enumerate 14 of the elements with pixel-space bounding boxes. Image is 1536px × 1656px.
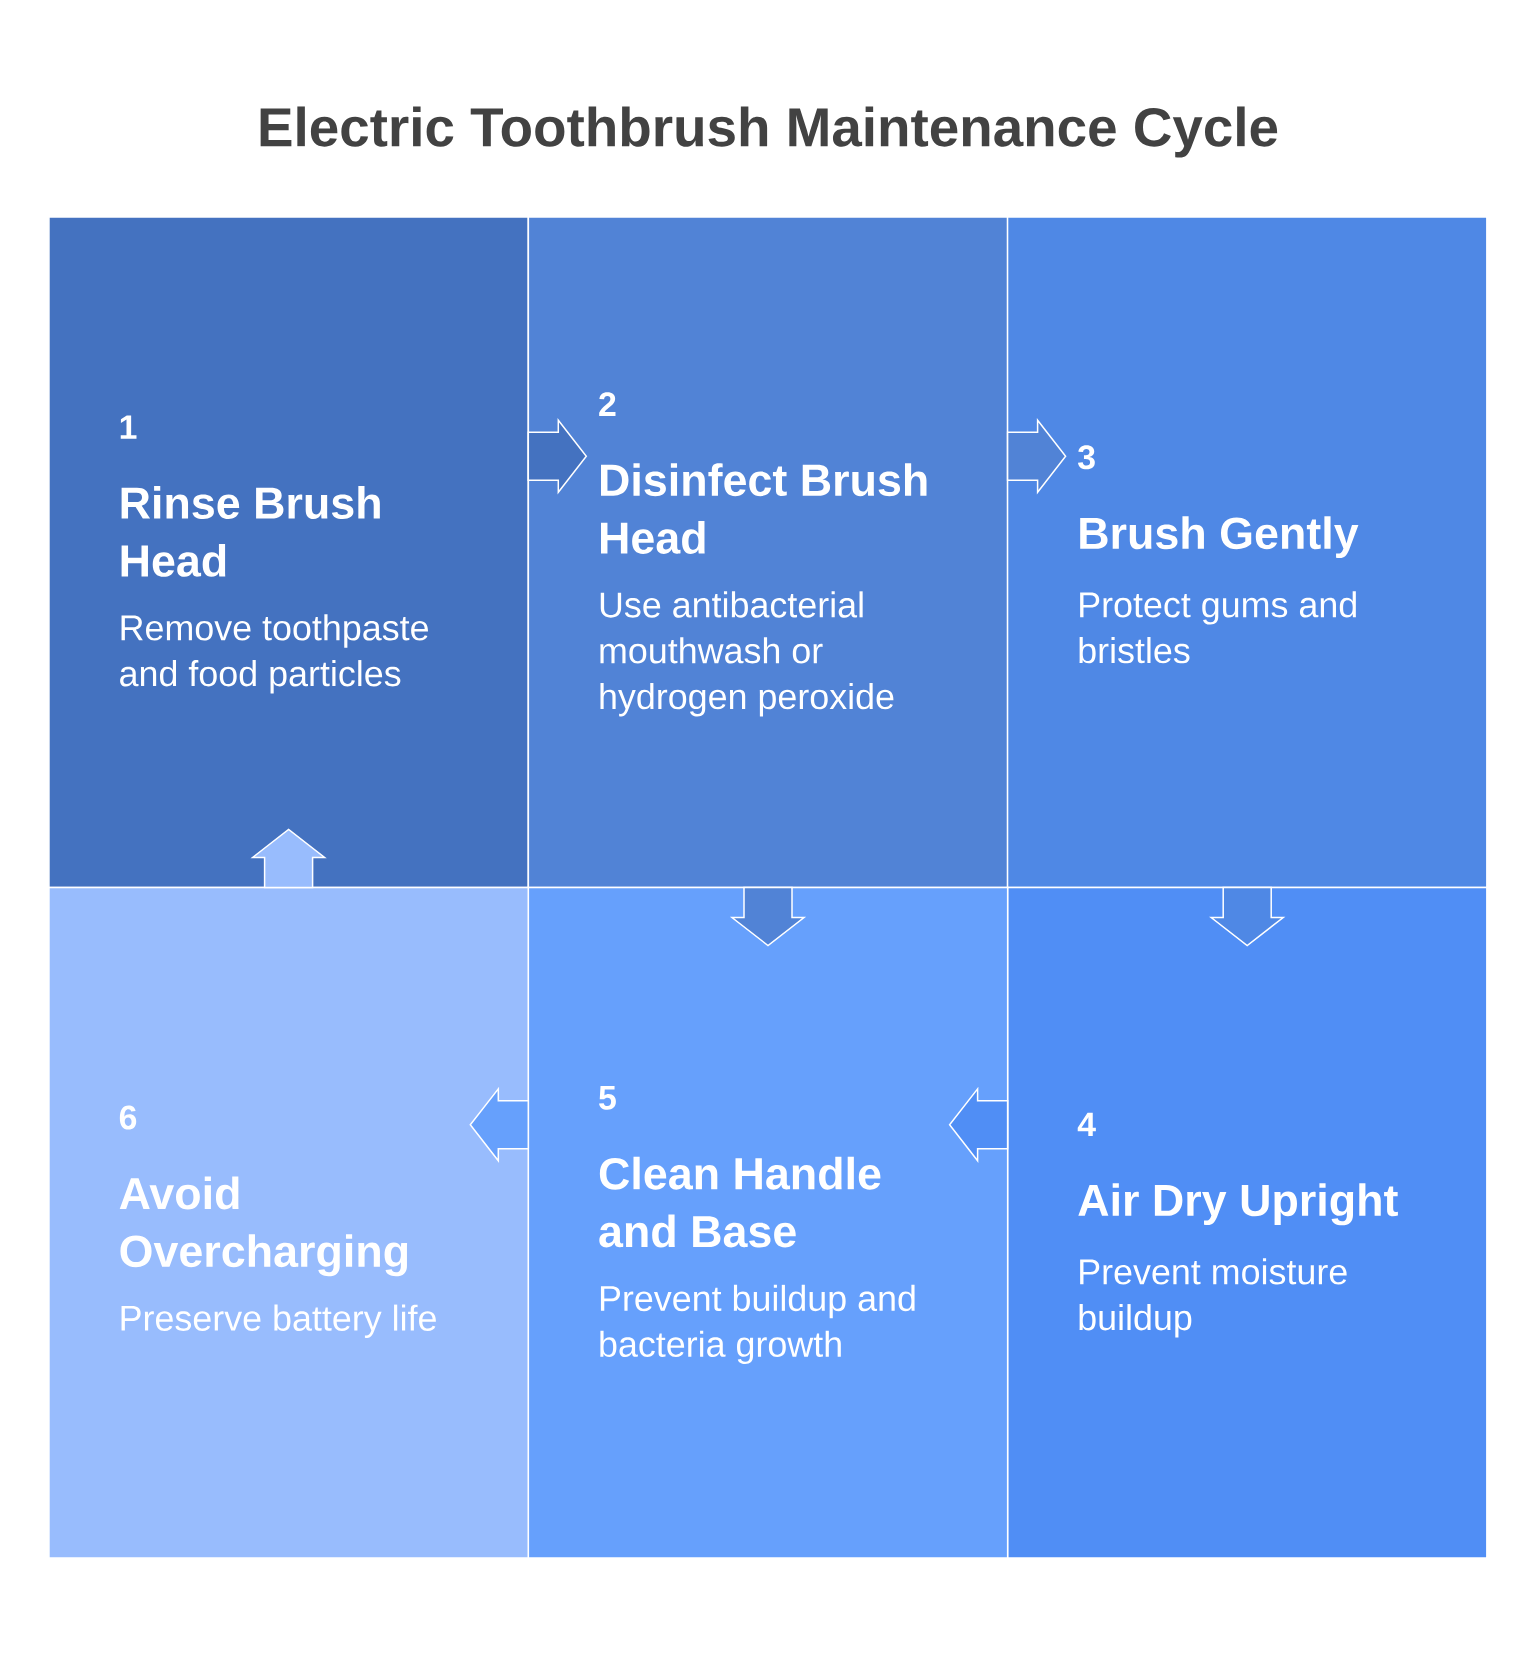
block-arrow <box>729 886 807 947</box>
block-arrow <box>1209 886 1286 947</box>
block-arrow <box>527 418 588 495</box>
block-arrow <box>250 828 327 889</box>
block-arrow <box>469 1086 530 1163</box>
step-panel: 2 Disinfect Brush Head Use antibacterial mouthwash or hydrogen peroxide <box>527 216 1009 889</box>
step-panel: 6 Avoid Overcharging Preserve battery life <box>48 886 529 1559</box>
title: Electric Toothbrush Maintenance Cycle <box>260 106 1278 158</box>
step-panel: 4 Air Dry Upright Prevent moisture buildup <box>1006 886 1488 1559</box>
step-panel: 1 Rinse Brush Head Remove toothpaste and food particles <box>48 216 529 889</box>
step-panel: 3 Brush Gently Protect gums and bristles <box>1006 216 1488 889</box>
step-panel: 5 Clean Handle and Base Prevent buildup and bacteria growth <box>527 886 1009 1559</box>
block-arrow <box>1006 418 1067 495</box>
block-arrow <box>948 1086 1009 1163</box>
